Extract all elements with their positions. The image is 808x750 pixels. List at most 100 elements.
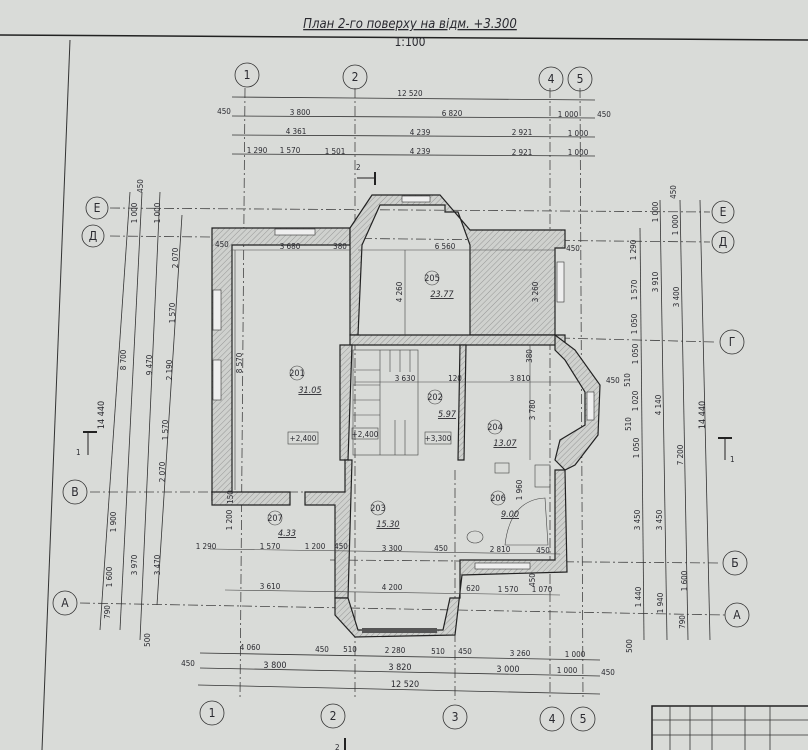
svg-text:1 960: 1 960 (515, 479, 524, 500)
svg-text:1 200: 1 200 (305, 542, 326, 551)
svg-text:450: 450 (528, 573, 537, 587)
svg-text:Д: Д (719, 235, 727, 249)
axis-bubbles-bottom: 1 2 3 4 5 (199, 700, 596, 732)
svg-text:+2,400: +2,400 (290, 434, 317, 443)
svg-text:Е: Е (720, 205, 727, 219)
svg-text:450: 450 (566, 244, 580, 253)
svg-text:1 020: 1 020 (631, 390, 640, 411)
svg-text:1: 1 (209, 706, 216, 720)
svg-text:1 000: 1 000 (671, 214, 680, 235)
svg-text:3 260: 3 260 (531, 281, 540, 302)
svg-text:2 810: 2 810 (490, 545, 511, 554)
svg-text:380: 380 (333, 242, 347, 251)
svg-text:2 070: 2 070 (158, 461, 167, 482)
room-206: 206 9.00 (490, 490, 519, 520)
svg-text:1 000: 1 000 (558, 110, 579, 119)
dimensions-right: 1 290 1 570 1 050 1 050 510 1 020 510 1 … (623, 185, 711, 653)
svg-text:2: 2 (352, 70, 359, 84)
svg-text:15.30: 15.30 (376, 520, 399, 530)
svg-text:205: 205 (424, 274, 439, 284)
svg-text:3 300: 3 300 (382, 544, 403, 553)
svg-text:+3,300: +3,300 (425, 434, 452, 443)
svg-text:450: 450 (597, 110, 611, 119)
svg-text:1 000: 1 000 (130, 202, 139, 223)
svg-text:1 200: 1 200 (225, 509, 234, 530)
svg-text:4 361: 4 361 (286, 127, 307, 136)
svg-text:9.00: 9.00 (501, 510, 519, 520)
svg-text:Д: Д (89, 229, 97, 243)
svg-text:1 290: 1 290 (196, 542, 217, 551)
grid-axes (79, 87, 726, 701)
svg-text:1 070: 1 070 (532, 585, 553, 594)
svg-text:3 000: 3 000 (496, 665, 519, 675)
svg-text:450: 450 (315, 645, 329, 654)
svg-text:6 820: 6 820 (442, 109, 463, 118)
svg-text:450: 450 (334, 542, 348, 551)
svg-text:9 470: 9 470 (145, 354, 154, 375)
svg-text:1 570: 1 570 (168, 302, 177, 323)
svg-text:5: 5 (577, 72, 584, 86)
svg-text:450: 450 (669, 185, 678, 199)
svg-text:Б: Б (731, 556, 738, 570)
svg-text:1 570: 1 570 (498, 585, 519, 594)
svg-text:В: В (71, 485, 78, 499)
svg-text:3 630: 3 630 (395, 374, 416, 383)
walls (211, 194, 601, 638)
svg-text:510: 510 (343, 645, 357, 654)
svg-text:8 570: 8 570 (235, 352, 244, 373)
svg-text:4 239: 4 239 (410, 128, 431, 137)
svg-text:510: 510 (623, 373, 632, 387)
staircase (352, 349, 419, 456)
svg-text:1 570: 1 570 (260, 542, 281, 551)
svg-text:3 800: 3 800 (263, 661, 286, 671)
svg-text:1 290: 1 290 (247, 146, 268, 155)
svg-text:1 050: 1 050 (631, 343, 640, 364)
svg-text:3 610: 3 610 (260, 582, 281, 591)
svg-text:204: 204 (487, 423, 502, 433)
svg-text:2: 2 (356, 163, 361, 172)
svg-text:1 600: 1 600 (680, 570, 689, 591)
svg-text:3 470: 3 470 (153, 554, 162, 575)
svg-text:450: 450 (458, 647, 472, 656)
bathroom-fixtures (466, 462, 551, 546)
svg-text:202: 202 (427, 393, 442, 403)
svg-text:150: 150 (226, 490, 235, 504)
svg-text:450: 450 (217, 107, 231, 116)
windows (212, 195, 595, 633)
svg-text:2 070: 2 070 (171, 247, 180, 268)
svg-text:3 680: 3 680 (280, 242, 301, 251)
svg-text:4 239: 4 239 (410, 147, 431, 156)
svg-text:2 190: 2 190 (165, 359, 174, 380)
svg-text:3 910: 3 910 (651, 271, 660, 292)
axis-bubbles-left: Е Д В А (52, 196, 109, 616)
svg-text:7 200: 7 200 (676, 444, 685, 465)
svg-text:1 290: 1 290 (629, 239, 638, 260)
svg-text:3 450: 3 450 (633, 509, 642, 530)
svg-text:5.97: 5.97 (438, 410, 457, 420)
svg-text:+2,400: +2,400 (352, 430, 379, 439)
axis-bubbles-top: 1 2 4 5 (234, 62, 593, 92)
svg-text:1 000: 1 000 (153, 202, 162, 223)
svg-text:3 810: 3 810 (510, 374, 531, 383)
svg-text:14 440: 14 440 (97, 401, 107, 429)
svg-text:500: 500 (143, 633, 152, 647)
svg-text:4 260: 4 260 (395, 281, 404, 302)
svg-text:1 570: 1 570 (630, 279, 639, 300)
dimensions-left: 14 440 8 700 1 900 1 600 790 450 1 000 9… (97, 179, 183, 647)
svg-text:120: 120 (448, 374, 462, 383)
svg-text:1 000: 1 000 (565, 650, 586, 659)
svg-text:206: 206 (490, 494, 505, 504)
svg-text:4.33: 4.33 (278, 529, 296, 539)
room-202: 202 5.97 (427, 389, 457, 420)
dimensions-bottom: 4 060 450 510 2 280 510 450 3 260 1 000 … (181, 643, 615, 695)
svg-text:4 140: 4 140 (654, 394, 663, 415)
level-marks: +2,400 +2,400 +3,300 (287, 427, 452, 445)
svg-text:1 570: 1 570 (280, 146, 301, 155)
interior-dimensions: 450 3 680 380 6 560 450 4 260 3 260 8 57… (196, 240, 620, 596)
svg-text:2 921: 2 921 (512, 148, 533, 157)
sheet-border-top (0, 34, 808, 41)
svg-text:31.05: 31.05 (298, 386, 321, 396)
